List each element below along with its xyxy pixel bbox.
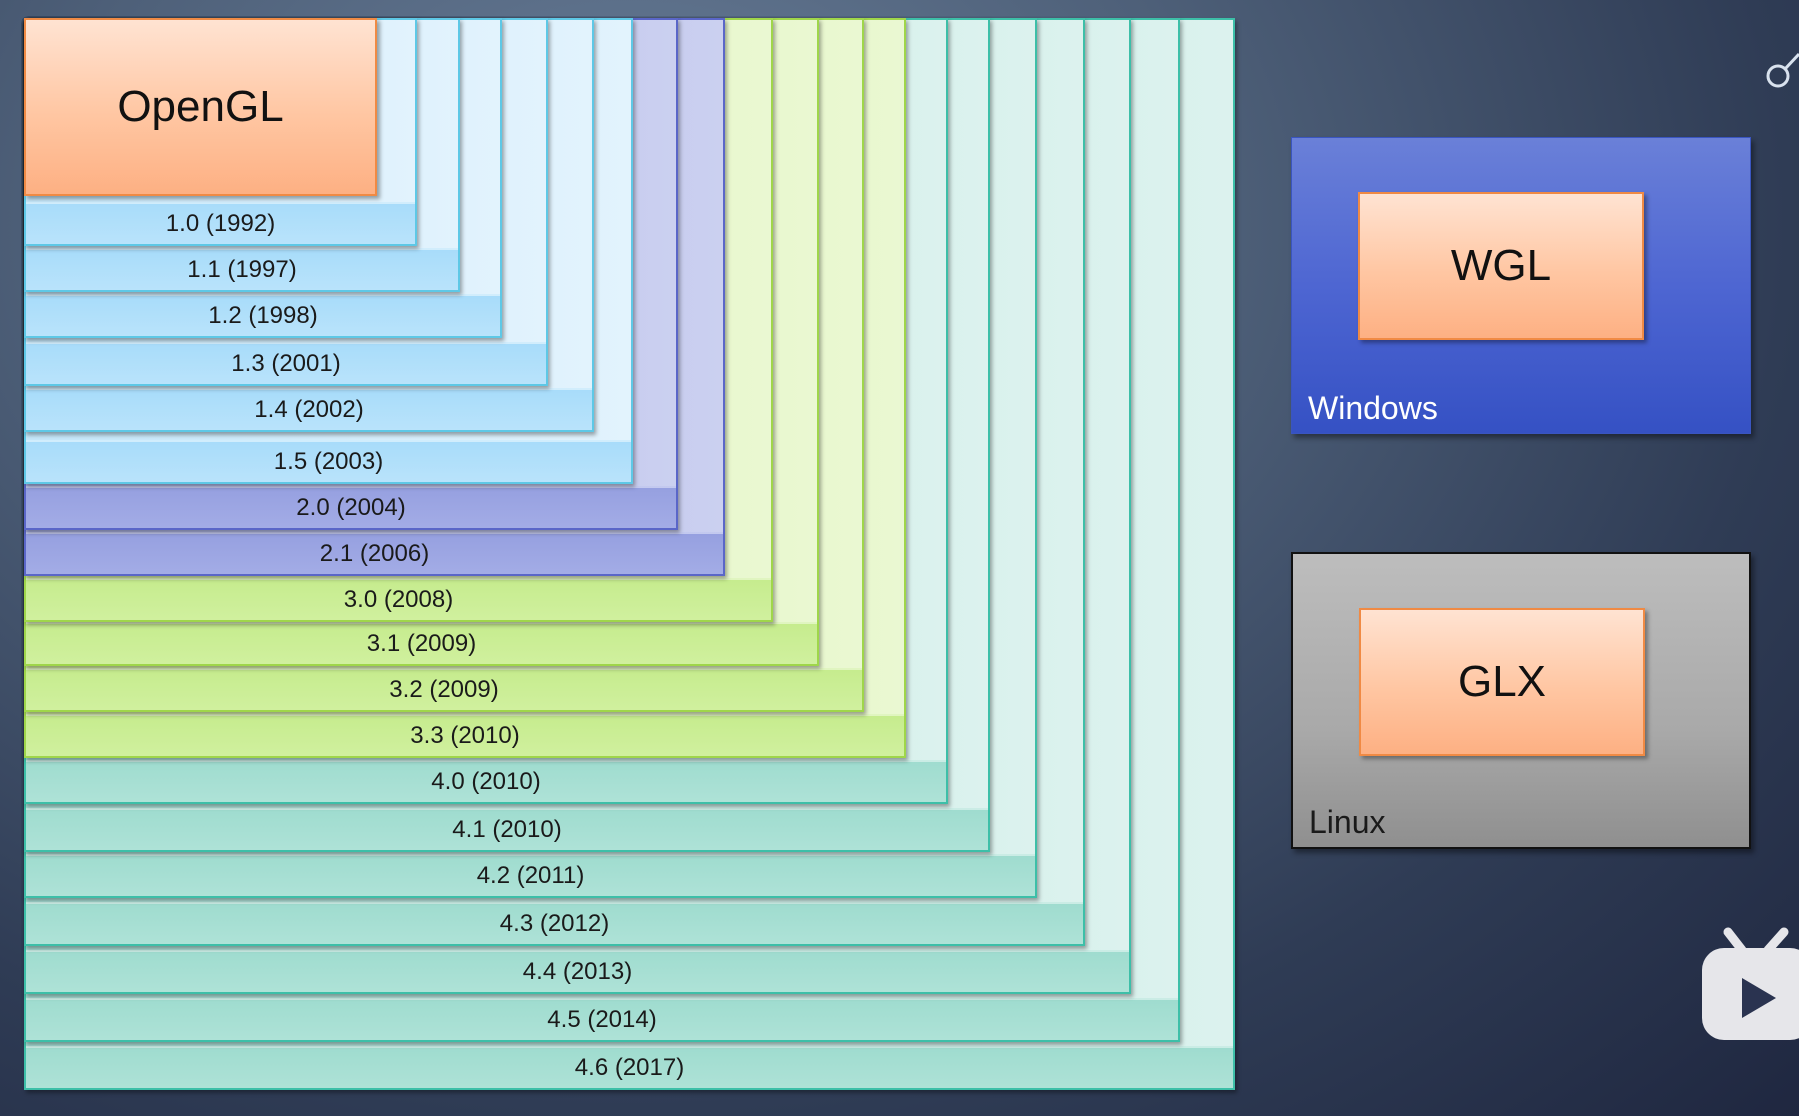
windows-panel: WGL Windows [1291, 137, 1751, 434]
version-label: 1.0 (1992) [26, 202, 415, 244]
opengl-label: OpenGL [117, 82, 284, 131]
version-label: 2.1 (2006) [26, 532, 723, 574]
version-label: 3.0 (2008) [26, 578, 771, 620]
tv-play-logo-icon[interactable] [1698, 920, 1799, 1045]
windows-label: Windows [1308, 390, 1438, 426]
version-label: 1.3 (2001) [26, 342, 546, 384]
version-label: 4.2 (2011) [26, 854, 1035, 896]
wgl-label: WGL [1450, 241, 1552, 290]
opengl-version-diagram: 4.6 (2017) 4.5 (2014) 4.4 (2013) 4.3 (2012)… [24, 18, 1235, 1090]
glx-label: GLX [1457, 657, 1547, 706]
version-label: 1.5 (2003) [26, 440, 631, 482]
version-label: 4.3 (2012) [26, 902, 1083, 944]
version-label: 4.0 (2010) [26, 760, 946, 802]
version-label: 4.4 (2013) [26, 950, 1129, 992]
version-label: 3.2 (2009) [26, 668, 862, 710]
linux-label: Linux [1309, 804, 1386, 840]
circle-line-icon [1766, 52, 1799, 88]
version-label: 1.2 (1998) [26, 294, 500, 336]
version-label: 4.6 (2017) [26, 1046, 1233, 1088]
wgl-box: WGL [1358, 192, 1644, 340]
version-label: 1.1 (1997) [26, 248, 458, 290]
glx-box: GLX [1359, 608, 1645, 756]
version-label: 3.3 (2010) [26, 714, 904, 756]
version-label: 4.5 (2014) [26, 998, 1178, 1040]
opengl-core-box: OpenGL [24, 18, 377, 196]
linux-panel: GLX Linux [1291, 552, 1751, 849]
version-label: 2.0 (2004) [26, 486, 676, 528]
version-label: 3.1 (2009) [26, 622, 817, 664]
version-label: 4.1 (2010) [26, 808, 988, 850]
version-label: 1.4 (2002) [26, 388, 592, 430]
